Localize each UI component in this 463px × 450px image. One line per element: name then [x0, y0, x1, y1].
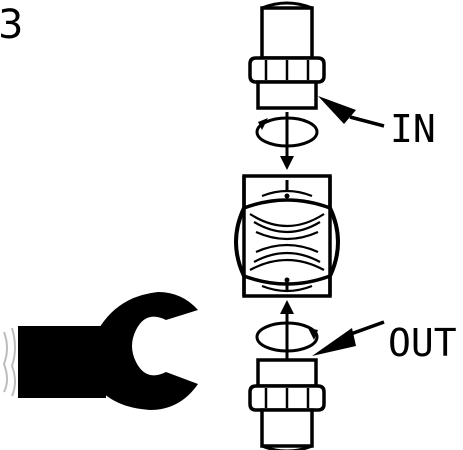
bottom-rotation-arrow-icon — [255, 321, 319, 353]
bottom-fitting-body — [256, 358, 318, 388]
bottom-hex-nut-icon — [248, 384, 326, 412]
top-fitting-body — [256, 80, 318, 110]
filter-housing-icon — [234, 174, 340, 298]
top-pipe-icon — [260, 1, 314, 60]
in-label: IN — [390, 107, 436, 151]
out-label: OUT — [388, 321, 457, 365]
in-pointer-arrow — [318, 96, 385, 128]
top-down-arrow-icon — [280, 112, 294, 170]
wrench-icon — [2, 292, 198, 410]
wrench-motion-lines — [2, 327, 16, 397]
step-number: 3 — [0, 2, 23, 48]
out-pointer-arrow — [312, 320, 385, 356]
top-hex-nut-icon — [248, 56, 326, 84]
bottom-pipe-icon — [260, 408, 314, 450]
